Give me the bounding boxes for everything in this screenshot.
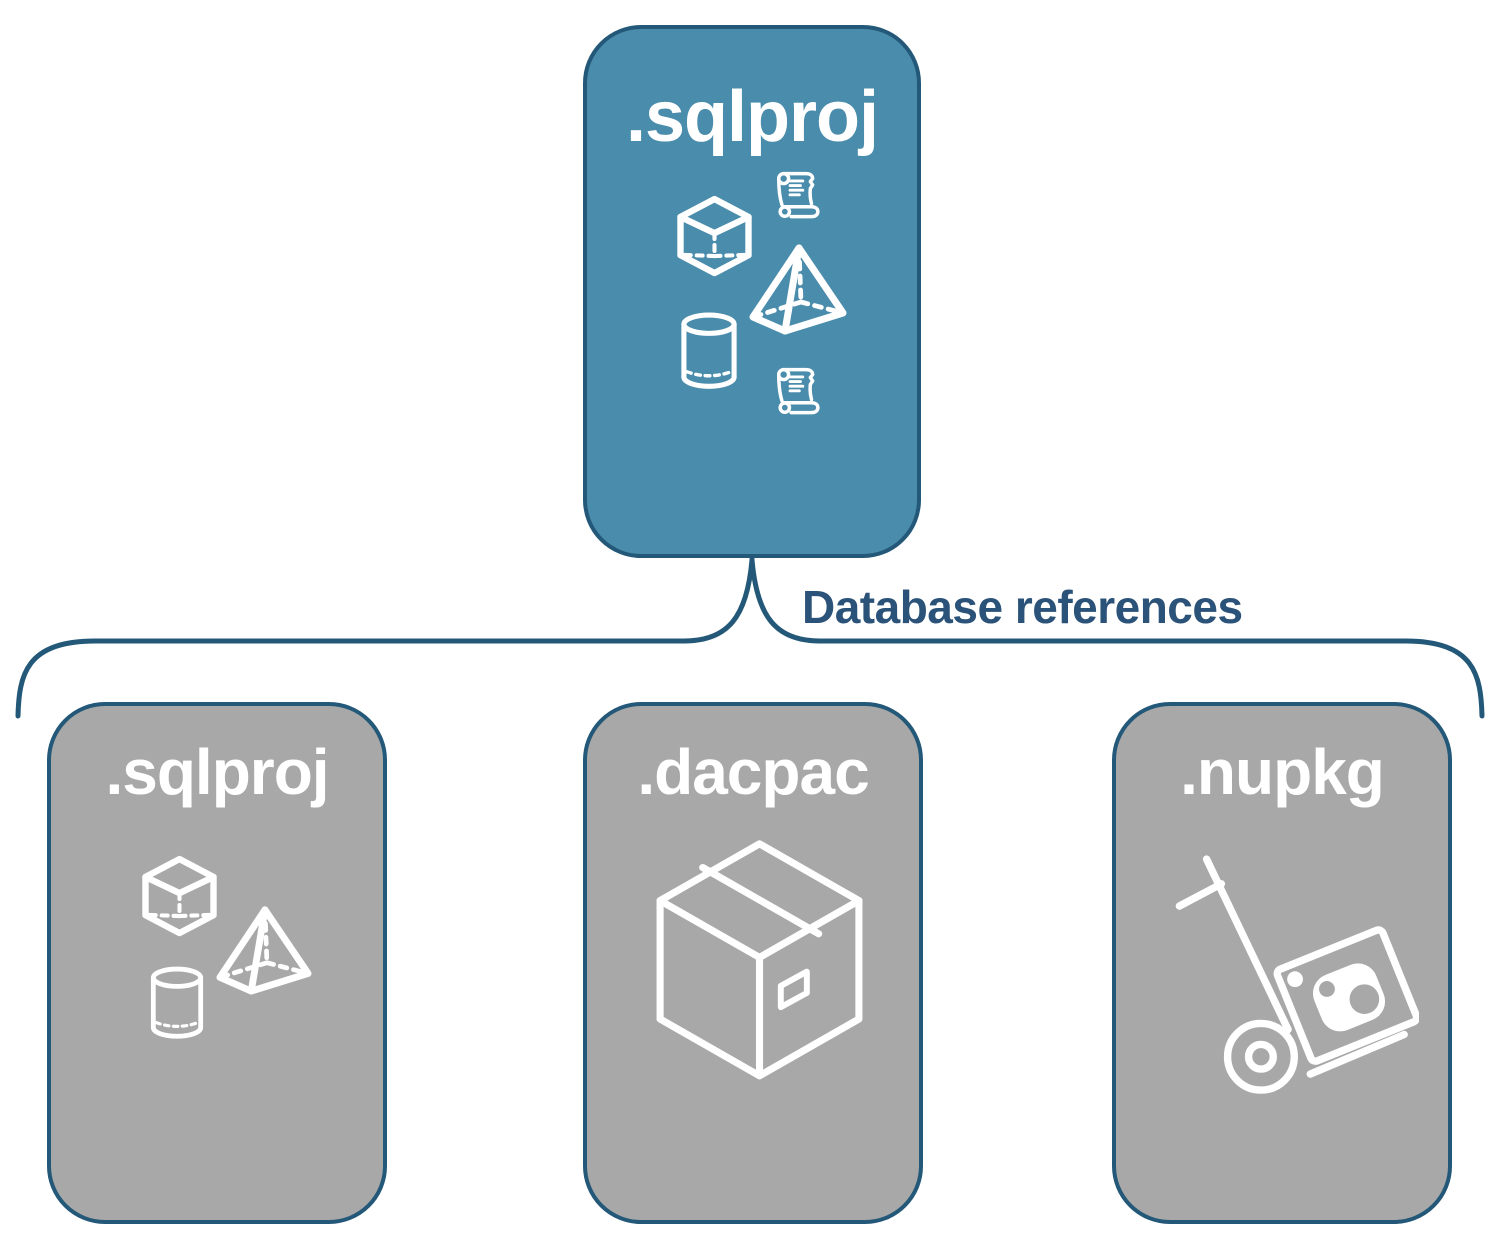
card-sqlproj-child: .sqlproj	[47, 702, 387, 1224]
connector-label: Database references	[802, 581, 1243, 633]
cube-icon	[137, 854, 222, 939]
package-box-icon	[641, 832, 878, 1090]
cylinder-icon	[675, 312, 743, 390]
hand-truck-package-icon	[1172, 854, 1419, 1094]
card-title: .sqlproj	[105, 736, 329, 808]
cylinder-icon	[145, 966, 209, 1040]
scroll-icon	[768, 363, 826, 421]
card-title: .dacpac	[637, 736, 869, 808]
card-title: .sqlproj	[625, 77, 879, 157]
cube-icon	[672, 194, 757, 279]
card-sqlproj-root: .sqlproj	[583, 25, 921, 558]
pyramid-icon	[747, 240, 847, 336]
card-dacpac: .dacpac	[583, 702, 923, 1224]
pyramid-icon	[214, 902, 312, 996]
card-nupkg: .nupkg	[1112, 702, 1452, 1224]
card-title: .nupkg	[1180, 736, 1385, 808]
scroll-icon	[768, 167, 826, 225]
